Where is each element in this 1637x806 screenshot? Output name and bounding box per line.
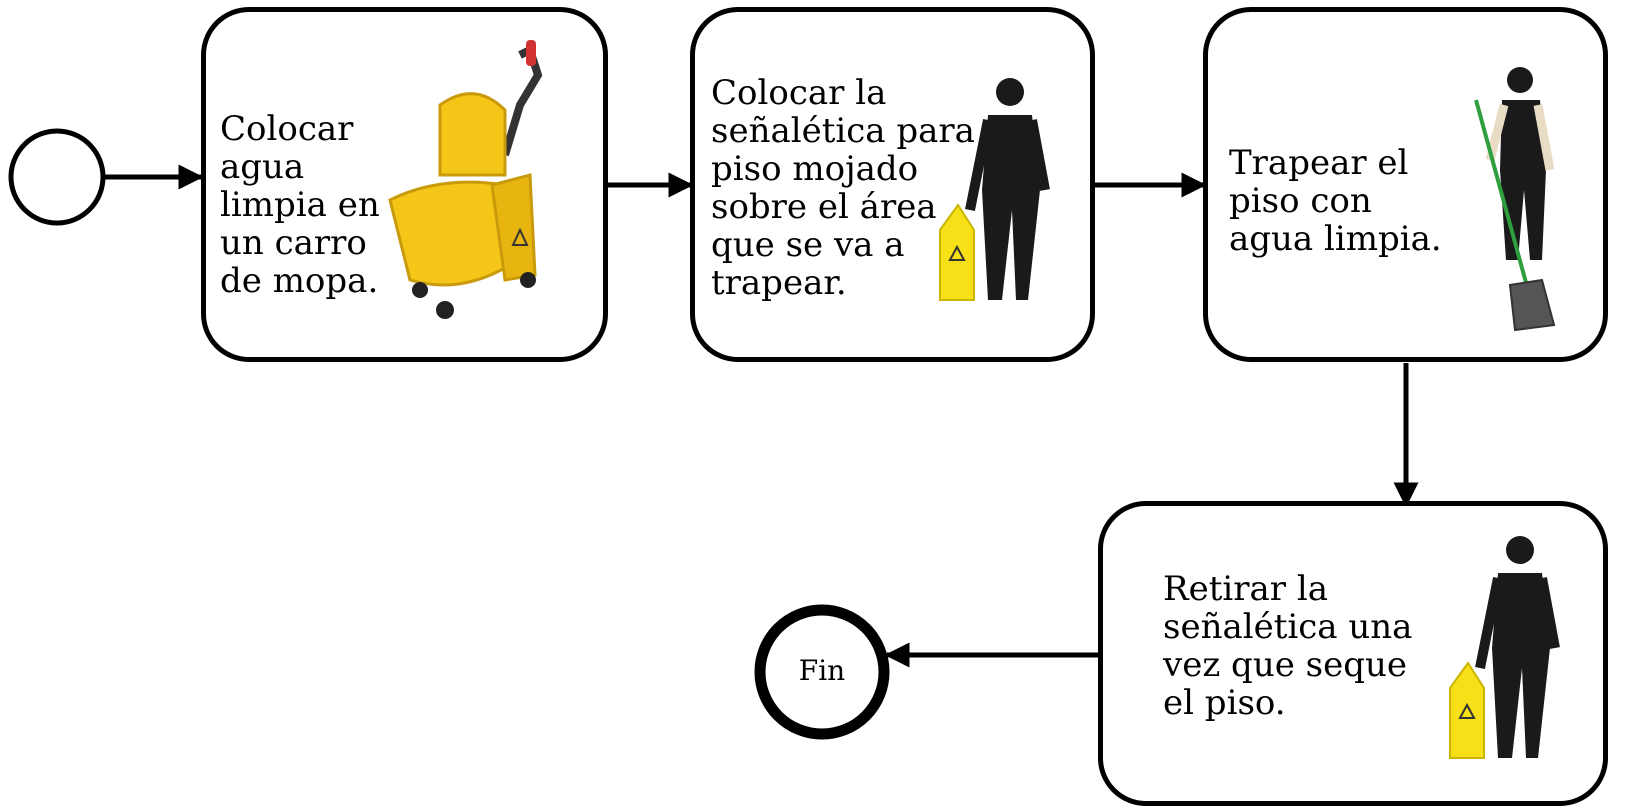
worker-with-sign-icon — [939, 78, 1050, 301]
step-4-text: Retirar la señalética una vez que seque … — [1163, 569, 1413, 723]
end-event-label: Fin — [798, 654, 846, 687]
step-1-box — [201, 7, 608, 362]
step-2-text: Colocar la señalética para piso mojado s… — [711, 73, 975, 303]
worker-with-sign-icon — [1449, 536, 1560, 759]
worker-mopping-icon — [1474, 67, 1556, 332]
end-event-circle — [754, 604, 890, 740]
mop-bucket-icon — [388, 40, 543, 319]
start-event-circle — [8, 128, 106, 226]
step-3-text: Trapear el piso con agua limpia. — [1229, 143, 1442, 259]
step-1-text: Colocar agua limpia en un carro de mopa. — [220, 109, 380, 301]
